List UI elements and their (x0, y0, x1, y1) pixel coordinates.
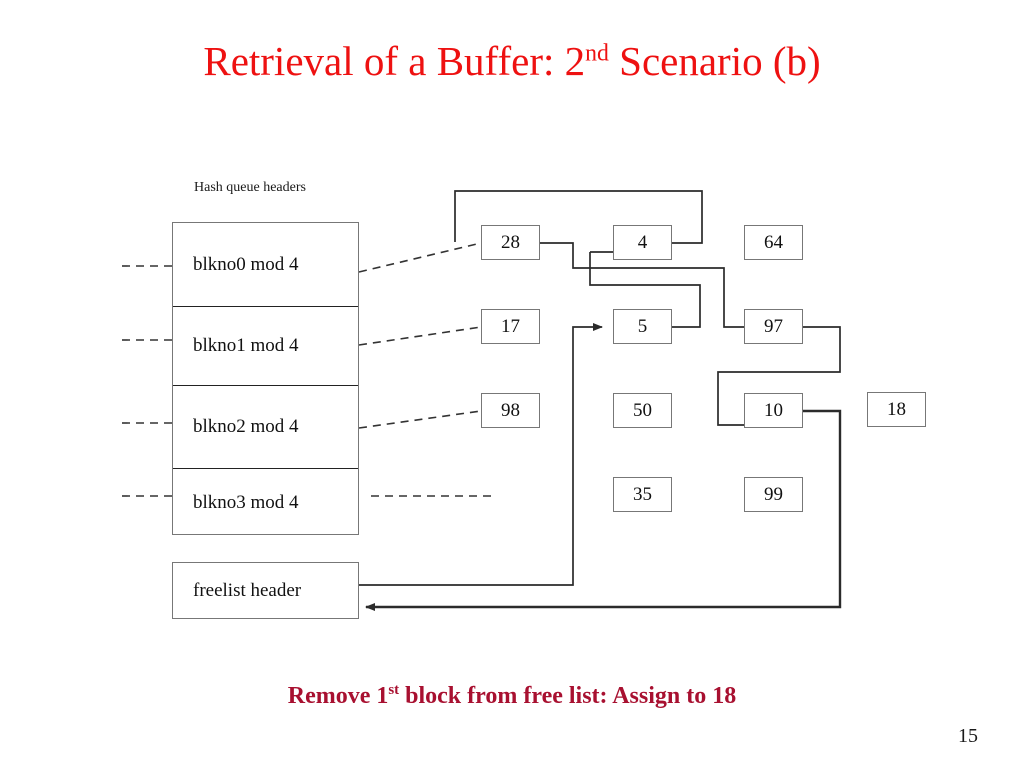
freelist-header-label: freelist header (193, 579, 302, 601)
slide-caption: Remove 1st block from free list: Assign … (0, 683, 1024, 710)
hash-header-row-2[interactable]: blkno2 mod 4 (173, 386, 358, 469)
page-title-superscript: nd (585, 40, 609, 67)
dash-link-row0-to-28 (358, 242, 482, 273)
page-title-tail: Scenario (b) (608, 38, 821, 84)
hash-header-row-3[interactable]: blkno3 mod 4 (173, 469, 358, 536)
hash-header-label-0: blkno0 mod 4 (193, 253, 299, 275)
buffer-block-98[interactable]: 98 (481, 393, 540, 428)
buffer-block-99[interactable]: 99 (744, 477, 803, 512)
hash-header-label-1: blkno1 mod 4 (193, 335, 299, 356)
buffer-block-17[interactable]: 17 (481, 309, 540, 344)
slide-caption-superscript: st (388, 682, 400, 698)
hash-queue-header-table: blkno0 mod 4 blkno1 mod 4 blkno2 mod 4 b… (172, 222, 359, 535)
dash-link-row1-to-17 (358, 326, 482, 346)
slide-caption-main: Remove 1 (287, 683, 389, 709)
buffer-block-18[interactable]: 18 (867, 392, 926, 427)
buffer-block-35[interactable]: 35 (613, 477, 672, 512)
buffer-block-5[interactable]: 5 (613, 309, 672, 344)
buffer-block-64[interactable]: 64 (744, 225, 803, 260)
buffer-block-97[interactable]: 97 (744, 309, 803, 344)
hash-header-label-2: blkno2 mod 4 (193, 416, 299, 437)
hash-header-label-3: blkno3 mod 4 (193, 491, 299, 513)
dash-link-row2-to-98 (358, 410, 482, 429)
link-freelist-to-5 (359, 323, 603, 586)
slide-caption-tail: block from free list: Assign to 18 (399, 683, 737, 709)
link-4-area-to-97 (700, 267, 744, 328)
hash-queue-headers-label: Hash queue headers (194, 180, 306, 195)
buffer-block-50[interactable]: 50 (613, 393, 672, 428)
buffer-block-10[interactable]: 10 (744, 393, 803, 428)
freelist-header-box[interactable]: freelist header (172, 562, 359, 619)
buffer-block-28[interactable]: 28 (481, 225, 540, 260)
hash-header-row-0[interactable]: blkno0 mod 4 (173, 223, 358, 307)
buffer-block-4[interactable]: 4 (613, 225, 672, 260)
page-number: 15 (958, 725, 978, 747)
page-title-main: Retrieval of a Buffer: 2 (203, 38, 586, 84)
page-title: Retrieval of a Buffer: 2nd Scenario (b) (0, 36, 1024, 86)
hash-header-row-1[interactable]: blkno1 mod 4 (173, 307, 358, 386)
